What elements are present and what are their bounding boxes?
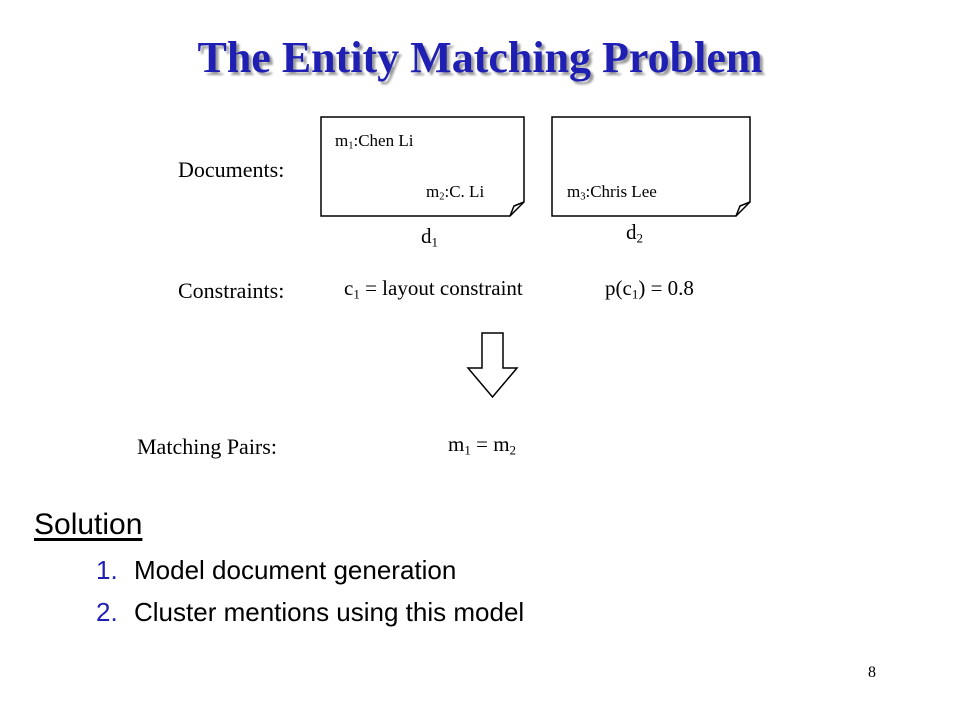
document-d2-fold: [735, 201, 751, 217]
documents-label: Documents:: [178, 157, 285, 182]
document-d1-fold: [509, 201, 525, 217]
mention-m2: m2:C. Li: [426, 182, 485, 203]
list-item: 1. Model document generation: [96, 555, 456, 586]
down-arrow-icon: [466, 332, 519, 399]
list-item-text: Model document generation: [134, 555, 457, 585]
constraint-probability: p(c1) = 0.8: [605, 276, 694, 302]
list-item-text: Cluster mentions using this model: [134, 597, 525, 627]
list-item: 2. Cluster mentions using this model: [96, 597, 524, 628]
solution-heading: Solution: [34, 508, 143, 541]
document-d2-label: d2: [626, 220, 644, 246]
list-item-number: 2.: [96, 597, 118, 627]
list-item-number: 1.: [96, 555, 118, 585]
document-d1-label: d1: [421, 224, 439, 250]
document-d1-shape: [320, 116, 525, 217]
page-number: 8: [868, 664, 876, 681]
constraints-label: Constraints:: [178, 278, 285, 303]
document-d2-shape: [551, 116, 751, 217]
constraint-c1: c1 = layout constraint: [344, 276, 523, 302]
mention-m1: m1:Chen Li: [335, 131, 414, 152]
mention-m3: m3:Chris Lee: [567, 182, 657, 203]
matching-pair-m1-m2: m1 = m2: [448, 432, 517, 458]
matching-pairs-label: Matching Pairs:: [137, 434, 277, 459]
slide-title: The Entity Matching Problem: [197, 33, 763, 82]
